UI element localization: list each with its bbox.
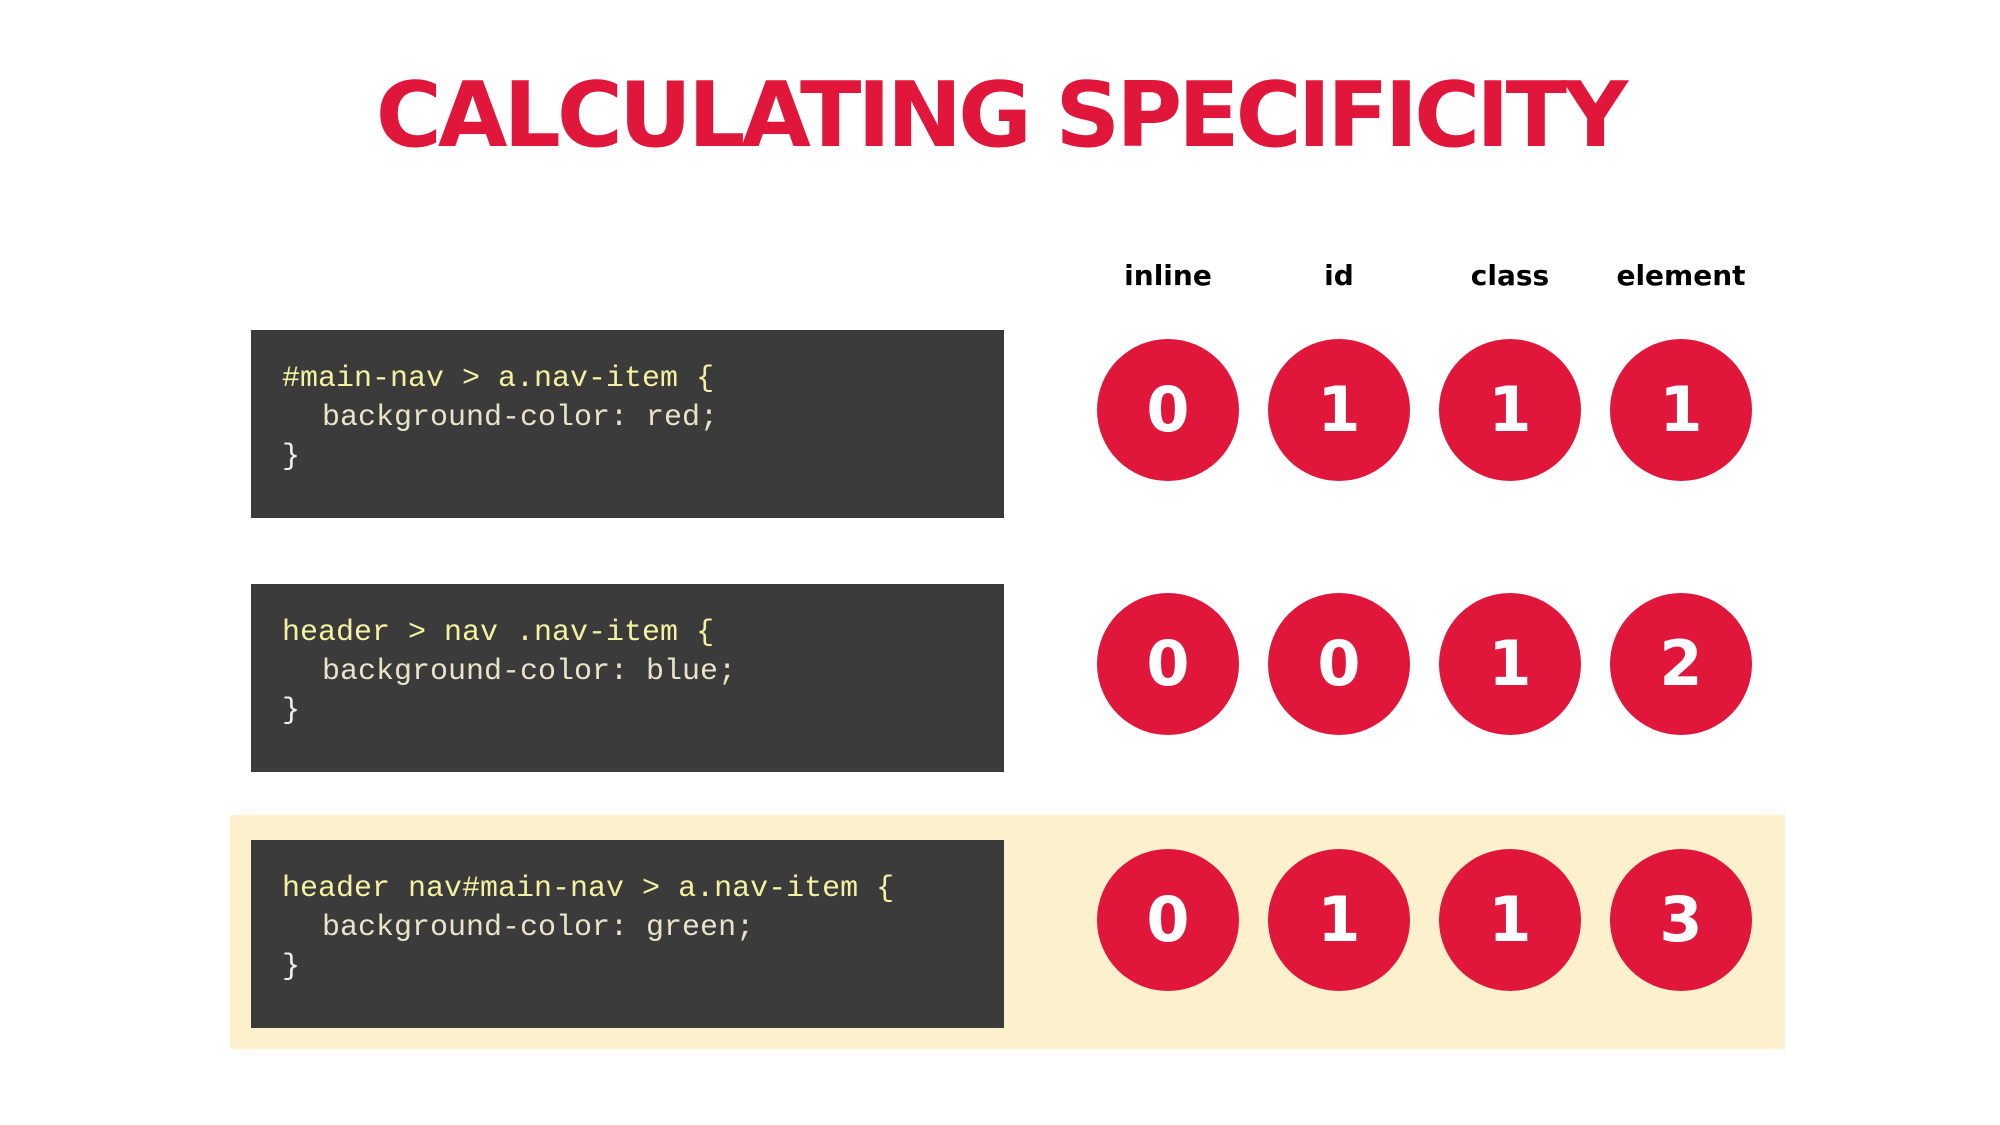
- score-element: 3: [1610, 849, 1752, 991]
- code-declaration: background-color: red;: [322, 401, 719, 435]
- code-declaration: background-color: blue;: [322, 655, 737, 689]
- code-selector: header nav#main-nav > a.nav-item {: [282, 872, 895, 906]
- column-header-element: element: [1616, 259, 1746, 292]
- column-header-id: id: [1324, 259, 1354, 292]
- score-class: 1: [1439, 593, 1581, 735]
- code-closing-brace: }: [282, 440, 301, 474]
- code-block-rule-1: #main-nav > a.nav-item { background-colo…: [251, 330, 1004, 518]
- slide-title: CALCULATING SPECIFICITY: [375, 63, 1628, 168]
- code-selector: #main-nav > a.nav-item {: [282, 362, 715, 396]
- score-id: 1: [1268, 339, 1410, 481]
- score-element: 1: [1610, 339, 1752, 481]
- score-element: 2: [1610, 593, 1752, 735]
- code-block-rule-3: header nav#main-nav > a.nav-item { backg…: [251, 840, 1004, 1028]
- score-class: 1: [1439, 339, 1581, 481]
- code-closing-brace: }: [282, 950, 301, 984]
- code-closing-brace: }: [282, 694, 301, 728]
- code-selector: header > nav .nav-item {: [282, 616, 715, 650]
- code-block-rule-2: header > nav .nav-item { background-colo…: [251, 584, 1004, 772]
- score-inline: 0: [1097, 593, 1239, 735]
- score-id: 1: [1268, 849, 1410, 991]
- score-inline: 0: [1097, 849, 1239, 991]
- score-id: 0: [1268, 593, 1410, 735]
- column-header-inline: inline: [1124, 259, 1212, 292]
- code-declaration: background-color: green;: [322, 911, 755, 945]
- score-class: 1: [1439, 849, 1581, 991]
- column-header-class: class: [1470, 259, 1550, 292]
- score-inline: 0: [1097, 339, 1239, 481]
